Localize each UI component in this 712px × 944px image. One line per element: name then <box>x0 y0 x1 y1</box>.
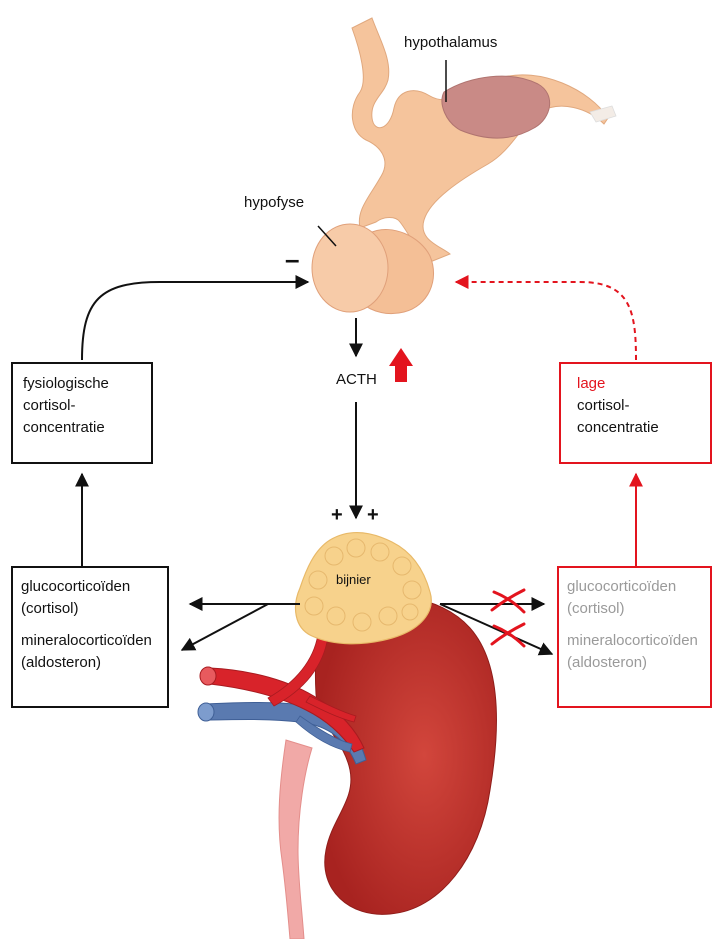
plus-sign-right: + <box>367 504 379 527</box>
physiological-cortisol-box: fysiologische cortisol- concentratie <box>11 362 153 464</box>
blocked-cross-icon <box>492 590 524 612</box>
gluco-label: glucocorticoïden <box>567 576 702 598</box>
box-line: concentratie <box>23 417 141 439</box>
low-cortisol-box: lage cortisol- concentratie <box>559 362 712 464</box>
hypofyse-label: hypofyse <box>244 194 304 211</box>
arrow-to-mineralo <box>182 604 268 650</box>
mineralo-label: mineralocorticoïden <box>567 630 702 652</box>
right-hormones-box: glucocorticoïden (cortisol) mineralocort… <box>557 566 712 708</box>
bijnier-label: bijnier <box>336 572 371 587</box>
adrenal-gland-illustration <box>296 533 432 644</box>
gluco-label: glucocorticoïden <box>21 576 159 598</box>
negative-feedback-arrow <box>82 282 308 360</box>
minus-sign: – <box>285 246 299 272</box>
acth-label: ACTH <box>336 371 377 388</box>
hypothalamus-illustration <box>352 18 616 262</box>
box-line: cortisol- <box>23 395 141 417</box>
gluco-sub-label: (cortisol) <box>567 598 702 620</box>
mineralo-label: mineralocorticoïden <box>21 630 159 652</box>
box-line: concentratie <box>577 417 694 439</box>
ureter-illustration <box>279 740 312 939</box>
low-feedback-arrow <box>456 282 636 360</box>
left-hormones-box: glucocorticoïden (cortisol) mineralocort… <box>11 566 169 708</box>
plus-sign-left: + <box>331 504 343 527</box>
box-line: cortisol- <box>577 395 694 417</box>
mineralo-sub-label: (aldosteron) <box>567 652 702 674</box>
increase-arrow-icon <box>389 348 413 382</box>
box-highlight: lage <box>577 373 694 395</box>
mineralo-sub-label: (aldosteron) <box>21 652 159 674</box>
hypothalamus-label: hypothalamus <box>404 34 497 51</box>
gluco-sub-label: (cortisol) <box>21 598 159 620</box>
box-line: fysiologische <box>23 373 141 395</box>
